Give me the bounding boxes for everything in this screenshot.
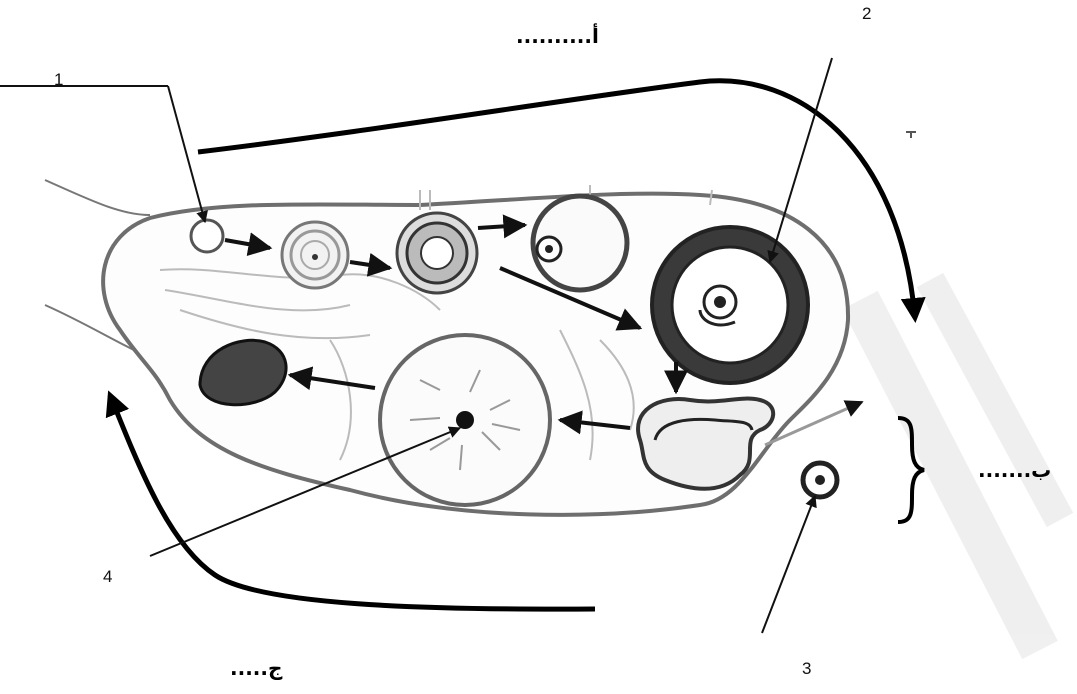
label-3: 3 — [802, 659, 811, 679]
label-4: 4 — [103, 567, 112, 587]
corpus-luteum — [380, 335, 550, 505]
label-jim: ج..... — [230, 656, 282, 680]
label-alef: أ.......... — [516, 24, 599, 48]
primordial-follicle — [191, 220, 223, 252]
label-ba: ب....... — [978, 458, 1051, 482]
label-2: 2 — [862, 4, 871, 24]
label-1: 1 — [54, 70, 63, 90]
antral-follicle — [533, 196, 627, 290]
secondary-follicle — [397, 213, 477, 293]
graafian-follicle — [652, 227, 808, 383]
released-ovum — [803, 463, 837, 497]
small-mark — [906, 132, 916, 138]
primary-follicle — [282, 222, 348, 288]
